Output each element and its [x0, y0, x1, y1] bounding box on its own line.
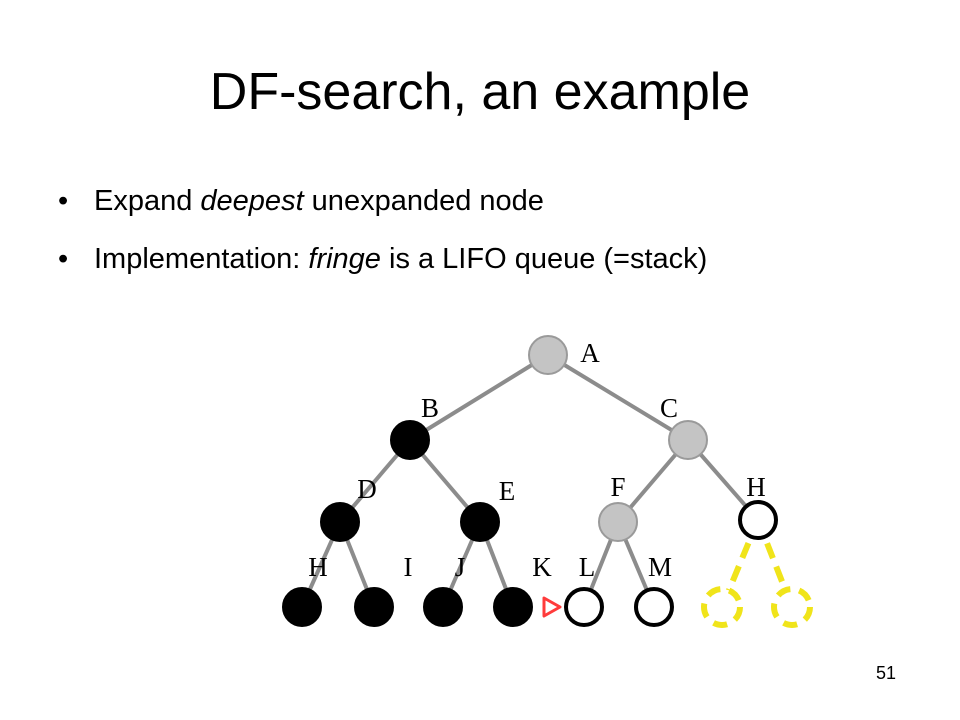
tree-node-g	[738, 500, 778, 540]
bullet-text: Expand deepest unexpanded node	[94, 185, 544, 217]
node-label-b: B	[421, 393, 439, 423]
node-label-i: I	[404, 552, 413, 582]
node-label-l: L	[579, 552, 596, 582]
red-triangle-pointer-icon	[542, 596, 562, 618]
node-label-m: M	[648, 552, 672, 582]
node-label-h: H	[308, 552, 328, 582]
tree-node-j	[423, 587, 463, 627]
tree-node-a	[528, 335, 568, 375]
tree-node-d	[320, 502, 360, 542]
tree-edge-A-C	[546, 353, 690, 442]
tree-node-k	[493, 587, 533, 627]
tree-node-f	[598, 502, 638, 542]
bullet-item: • Expand deepest unexpanded node	[58, 172, 707, 230]
node-label-g: H	[746, 472, 766, 502]
bullet-list: • Expand deepest unexpanded node • Imple…	[58, 172, 707, 288]
tree-node-e	[460, 502, 500, 542]
tree-node-b	[390, 420, 430, 460]
tree-edge-A-B	[408, 353, 550, 442]
tree-node-o	[771, 586, 813, 628]
node-label-k: K	[532, 552, 552, 582]
node-label-c: C	[660, 393, 678, 423]
tree-node-m	[634, 587, 674, 627]
bullet-text: Implementation: fringe is a LIFO queue (…	[94, 243, 708, 275]
slide-title: DF-search, an example	[209, 63, 751, 121]
node-label-e: E	[499, 476, 516, 506]
node-label-f: F	[610, 472, 625, 502]
tree-node-l	[564, 587, 604, 627]
bullet-dot-icon: •	[58, 243, 69, 275]
tree-node-i	[354, 587, 394, 627]
bullet-item: • Implementation: fringe is a LIFO queue…	[58, 230, 707, 288]
bullet-dot-icon: •	[58, 185, 69, 217]
tree-node-c	[668, 420, 708, 460]
node-label-j: J	[455, 552, 466, 582]
tree-node-h	[282, 587, 322, 627]
page-number: 51	[876, 663, 897, 683]
node-label-d: D	[357, 474, 377, 504]
node-label-a: A	[580, 338, 600, 368]
tree-node-n	[701, 586, 743, 628]
